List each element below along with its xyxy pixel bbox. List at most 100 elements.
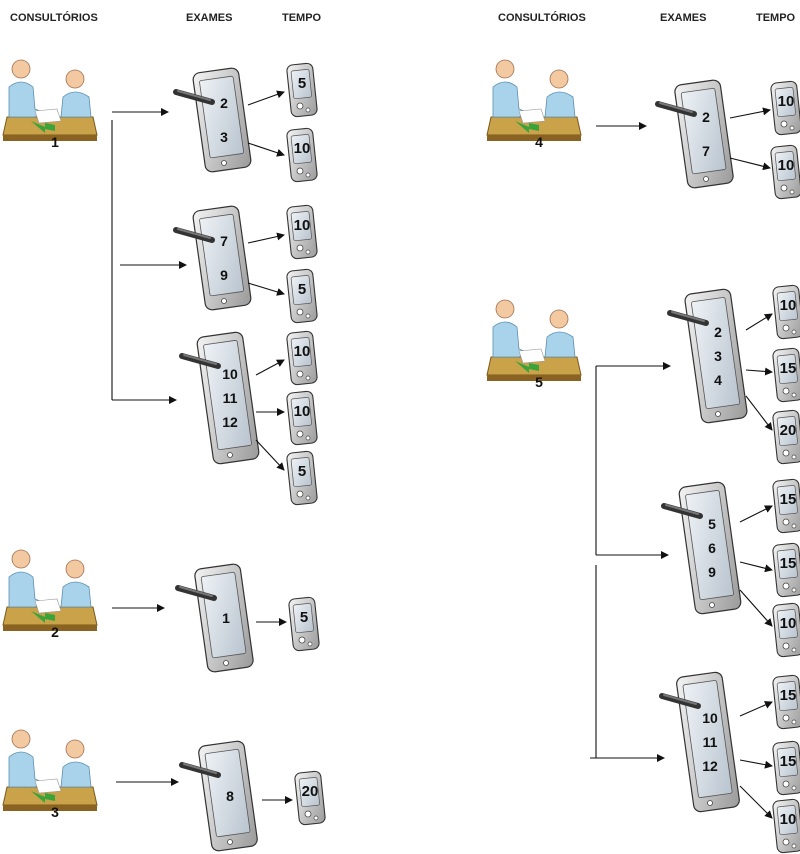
time-value: 10	[294, 140, 311, 157]
arrow	[248, 92, 284, 105]
consultorio-5-icon: 5	[487, 300, 581, 390]
exam-number: 6	[708, 540, 716, 556]
arrow	[740, 702, 772, 716]
exam-tablet: 10 11 12	[182, 331, 260, 464]
consultorio-2-icon: 2	[3, 550, 97, 640]
arrow	[730, 158, 770, 168]
arrow	[746, 370, 772, 372]
arrow	[248, 283, 284, 294]
time-device: 10	[286, 205, 317, 259]
exam-tablet: 5 6 9	[664, 481, 742, 614]
time-value: 20	[780, 422, 797, 439]
time-device: 10	[772, 603, 800, 657]
exam-tablet: 1	[178, 563, 254, 672]
arrow	[746, 314, 772, 330]
arrow	[740, 506, 772, 522]
exam-number: 7	[220, 233, 228, 249]
arrow	[746, 396, 772, 430]
exam-tablet: 10 11 12	[662, 671, 740, 812]
time-value: 10	[780, 615, 797, 632]
time-value: 5	[298, 75, 306, 92]
header-exames-right: EXAMES	[660, 12, 706, 24]
exam-number: 10	[702, 710, 718, 726]
consultorio-number: 5	[535, 374, 543, 390]
arrow	[730, 110, 770, 118]
time-device: 20	[772, 410, 800, 464]
time-device: 15	[772, 479, 800, 533]
exam-number: 8	[226, 788, 234, 804]
exam-number: 4	[714, 372, 722, 388]
time-value: 10	[778, 93, 795, 110]
consultorio-4-icon: 4	[487, 60, 581, 150]
exam-number: 10	[222, 366, 238, 382]
arrow	[248, 143, 284, 155]
exam-number: 12	[702, 758, 718, 774]
exam-number: 11	[223, 390, 238, 406]
consultorio-1-icon: 1	[3, 60, 97, 150]
header-tempo-left: TEMPO	[282, 12, 322, 24]
arrow	[740, 562, 772, 570]
arrow	[740, 786, 772, 818]
arrow	[256, 360, 284, 375]
arrow	[256, 440, 284, 470]
arrow	[248, 235, 284, 243]
time-value: 15	[780, 360, 797, 377]
time-value: 10	[294, 343, 311, 360]
time-device: 10	[286, 331, 317, 385]
time-value: 15	[780, 753, 797, 770]
time-device: 5	[286, 63, 317, 117]
arrow	[740, 590, 772, 626]
time-value: 15	[780, 555, 797, 572]
time-device: 15	[772, 741, 800, 795]
consultorio-number: 3	[51, 804, 59, 820]
time-value: 15	[780, 491, 797, 508]
time-value: 20	[302, 783, 319, 800]
exam-number: 9	[220, 267, 228, 283]
time-value: 15	[780, 687, 797, 704]
time-value: 10	[780, 811, 797, 828]
consultorio-number: 4	[535, 134, 543, 150]
time-device: 15	[772, 675, 800, 729]
exam-tablet: 8	[182, 740, 258, 851]
time-device: 5	[286, 269, 317, 323]
consultorio-number: 2	[51, 624, 59, 640]
arrow	[740, 760, 772, 766]
time-device: 15	[772, 543, 800, 597]
time-device: 10	[286, 391, 317, 445]
diagram-content: 1235107910510111210105215382042710105234…	[3, 60, 800, 853]
time-device: 10	[286, 128, 317, 182]
time-device: 15	[772, 348, 800, 402]
exam-number: 7	[702, 143, 710, 159]
time-device: 5	[286, 451, 317, 505]
exam-number: 1	[222, 610, 230, 626]
time-value: 5	[298, 463, 306, 480]
exam-number: 2	[714, 324, 722, 340]
exam-number: 2	[702, 109, 710, 125]
consultorio-number: 1	[51, 134, 59, 150]
time-value: 5	[298, 281, 306, 298]
exam-tablet: 79	[176, 205, 252, 310]
time-device: 10	[770, 145, 800, 199]
exam-number: 12	[222, 414, 238, 430]
time-device: 10	[770, 81, 800, 135]
time-device: 10	[772, 285, 800, 339]
exam-number: 3	[714, 348, 722, 364]
header-exames-left: EXAMES	[186, 12, 232, 24]
exam-tablet: 2 3 4	[670, 288, 748, 423]
exam-number: 11	[703, 734, 718, 750]
exam-number: 5	[708, 516, 716, 532]
consultorio-3-icon: 3	[3, 730, 97, 820]
exam-number: 2	[220, 95, 228, 111]
time-value: 10	[294, 217, 311, 234]
header-tempo-right: TEMPO	[756, 12, 796, 24]
time-device: 10	[772, 799, 800, 853]
time-value: 10	[778, 157, 795, 174]
time-value: 5	[300, 609, 308, 626]
exam-number: 9	[708, 564, 716, 580]
time-value: 10	[780, 297, 797, 314]
exam-number: 3	[220, 129, 228, 145]
exam-tablet: 23	[176, 67, 252, 172]
time-value: 10	[294, 403, 311, 420]
header-consultorios-left: CONSULTÓRIOS	[10, 11, 98, 24]
